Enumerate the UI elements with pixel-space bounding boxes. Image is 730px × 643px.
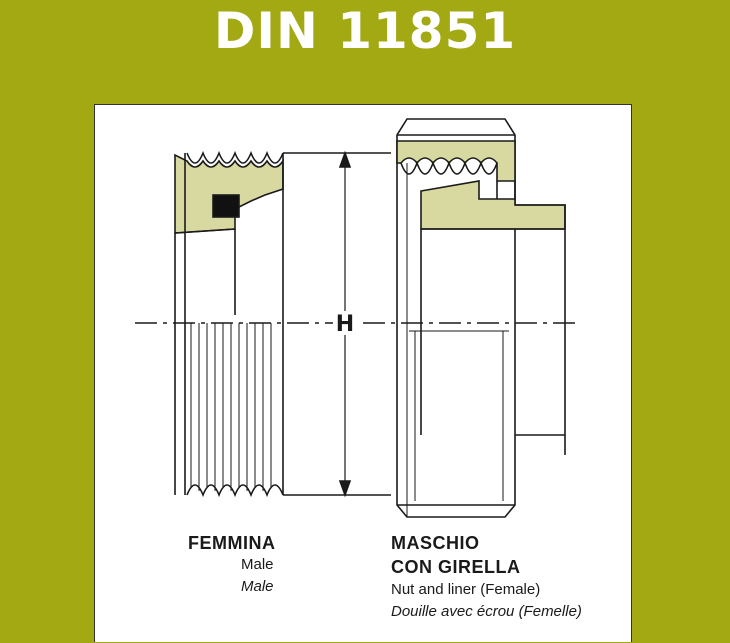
female-label-it-2: CON GIRELLA (391, 557, 521, 577)
nut-thread (400, 160, 498, 175)
female-label-en: Nut and liner (Female) (391, 581, 541, 598)
female-label-it-1: MASCHIO (391, 533, 480, 553)
nut-hatch (409, 330, 509, 501)
male-label-fr: Male (241, 578, 274, 595)
male-label-en: Male (241, 556, 274, 573)
nut-outline (396, 118, 516, 518)
page-title: DIN 11851 (213, 2, 517, 60)
female-label-fr: Douille avec écrou (Femelle) (391, 603, 582, 620)
dimension-h-label: H (336, 312, 354, 337)
male-part-section (174, 150, 284, 498)
o-ring (212, 194, 240, 218)
male-thread (186, 150, 284, 164)
male-hatch (190, 323, 272, 491)
male-thread-band (174, 153, 284, 234)
male-label-it: FEMMINA (188, 533, 276, 553)
diagram-panel: H FEMMINA Male Male MASCHIO CON GIRELLA … (94, 104, 632, 642)
nut-thread-band (396, 140, 516, 182)
fitting-cross-section: H (135, 118, 575, 518)
female-part-section (396, 118, 566, 518)
